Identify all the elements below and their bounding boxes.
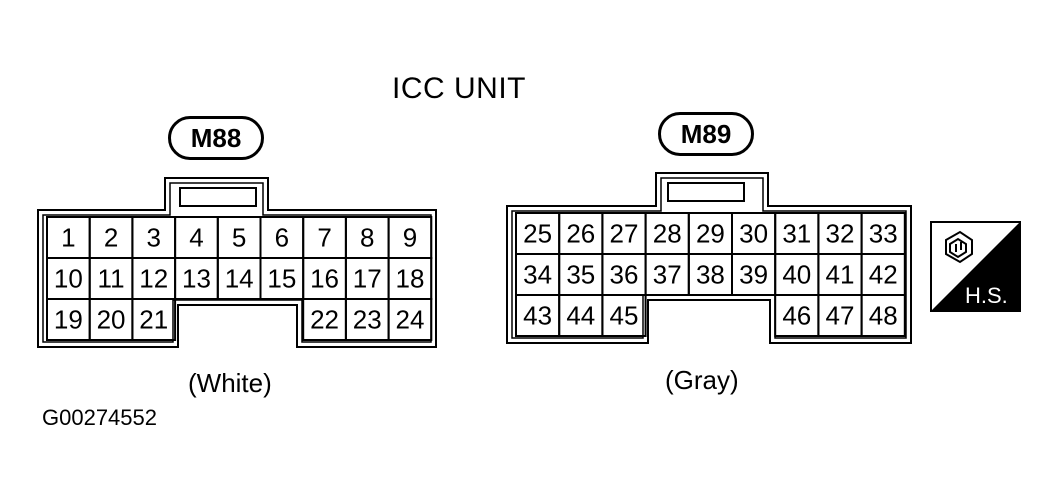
pin-number: 39 [739,260,768,290]
pin-number: 3 [147,223,161,253]
pin-number: 1 [61,223,75,253]
pin-number: 15 [267,264,296,294]
pin-number: 48 [869,301,898,331]
pin-number: 4 [189,223,203,253]
pin-number: 18 [395,264,424,294]
pin-number: 20 [97,305,126,335]
connector-m88-color: (White) [188,368,272,398]
connector-id-m89: M89 [658,112,754,156]
pin-number: 5 [232,223,246,253]
pin-number: 2 [104,223,118,253]
pin-number: 35 [566,260,595,290]
pin-number: 19 [54,305,83,335]
pin-cell [601,294,647,337]
pin-number: 16 [310,264,339,294]
pin-number: 41 [826,260,855,290]
pin-number: 13 [182,264,211,294]
pin-number: 37 [653,260,682,290]
pin-number: 33 [869,219,898,249]
pin-number: 45 [610,301,639,331]
connector-m89-pins: 25 26 27 28 29 30 31 32 33 34 35 36 37 38 39 40 41 42 43 44… [523,219,898,331]
pin-number: 30 [739,219,768,249]
pin-number: 28 [653,219,682,249]
pin-number: 26 [566,219,595,249]
connector-m89-color: (Gray) [665,365,739,395]
pin-number: 9 [403,223,417,253]
hs-badge-label: H.S. [965,283,1008,308]
pin-number: 44 [566,301,595,331]
pin-number: 10 [54,264,83,294]
connector-m88-grid [46,216,433,341]
pin-number: 34 [523,260,552,290]
pin-number: 42 [869,260,898,290]
pin-number: 17 [353,264,382,294]
pin-number: 38 [696,260,725,290]
connector-harness-side-icon [945,230,973,264]
pin-number: 14 [225,264,254,294]
pin-number: 36 [610,260,639,290]
pin-number: 22 [310,305,339,335]
pin-number: 40 [782,260,811,290]
connector-m89-grid [515,212,906,337]
hs-badge [930,221,1021,312]
pin-number: 12 [139,264,168,294]
pin-number: 47 [826,301,855,331]
pin-number: 6 [275,223,289,253]
diagram-title: ICC UNIT [392,72,526,105]
pin-cell [131,298,177,341]
pin-cell [860,294,906,337]
connector-m89 [506,172,912,344]
connector-m88 [37,177,437,348]
pin-number: 31 [782,219,811,249]
pin-number: 25 [523,219,552,249]
pin-number: 27 [610,219,639,249]
pin-number: 46 [782,301,811,331]
pin-number: 7 [317,223,331,253]
pin-number: 8 [360,223,374,253]
pin-number: 11 [98,264,125,294]
pin-number: 23 [353,305,382,335]
pin-number: 43 [523,301,552,331]
pin-number: 24 [395,305,424,335]
pin-number: 32 [826,219,855,249]
connector-id-m88: M88 [168,116,264,160]
pin-number: 29 [696,219,725,249]
drawing-code: G00274552 [42,405,157,430]
pin-cell [387,298,433,341]
pin-number: 21 [139,305,168,335]
